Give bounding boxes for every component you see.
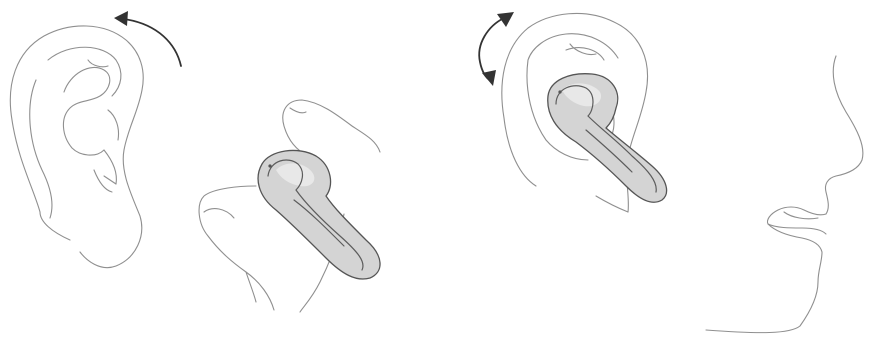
panel-adjust-earbud — [479, 12, 863, 333]
sensor-dot-icon — [268, 164, 271, 167]
earbud-icon — [548, 74, 667, 203]
panel-insert-earbud — [10, 11, 380, 312]
rotate-double-arrow-icon — [479, 12, 514, 86]
sensor-dot-icon — [558, 90, 561, 93]
earbud-icon — [258, 150, 380, 279]
ear-icon — [10, 26, 143, 268]
face-profile-icon — [706, 56, 863, 333]
finger-icon — [283, 100, 380, 156]
